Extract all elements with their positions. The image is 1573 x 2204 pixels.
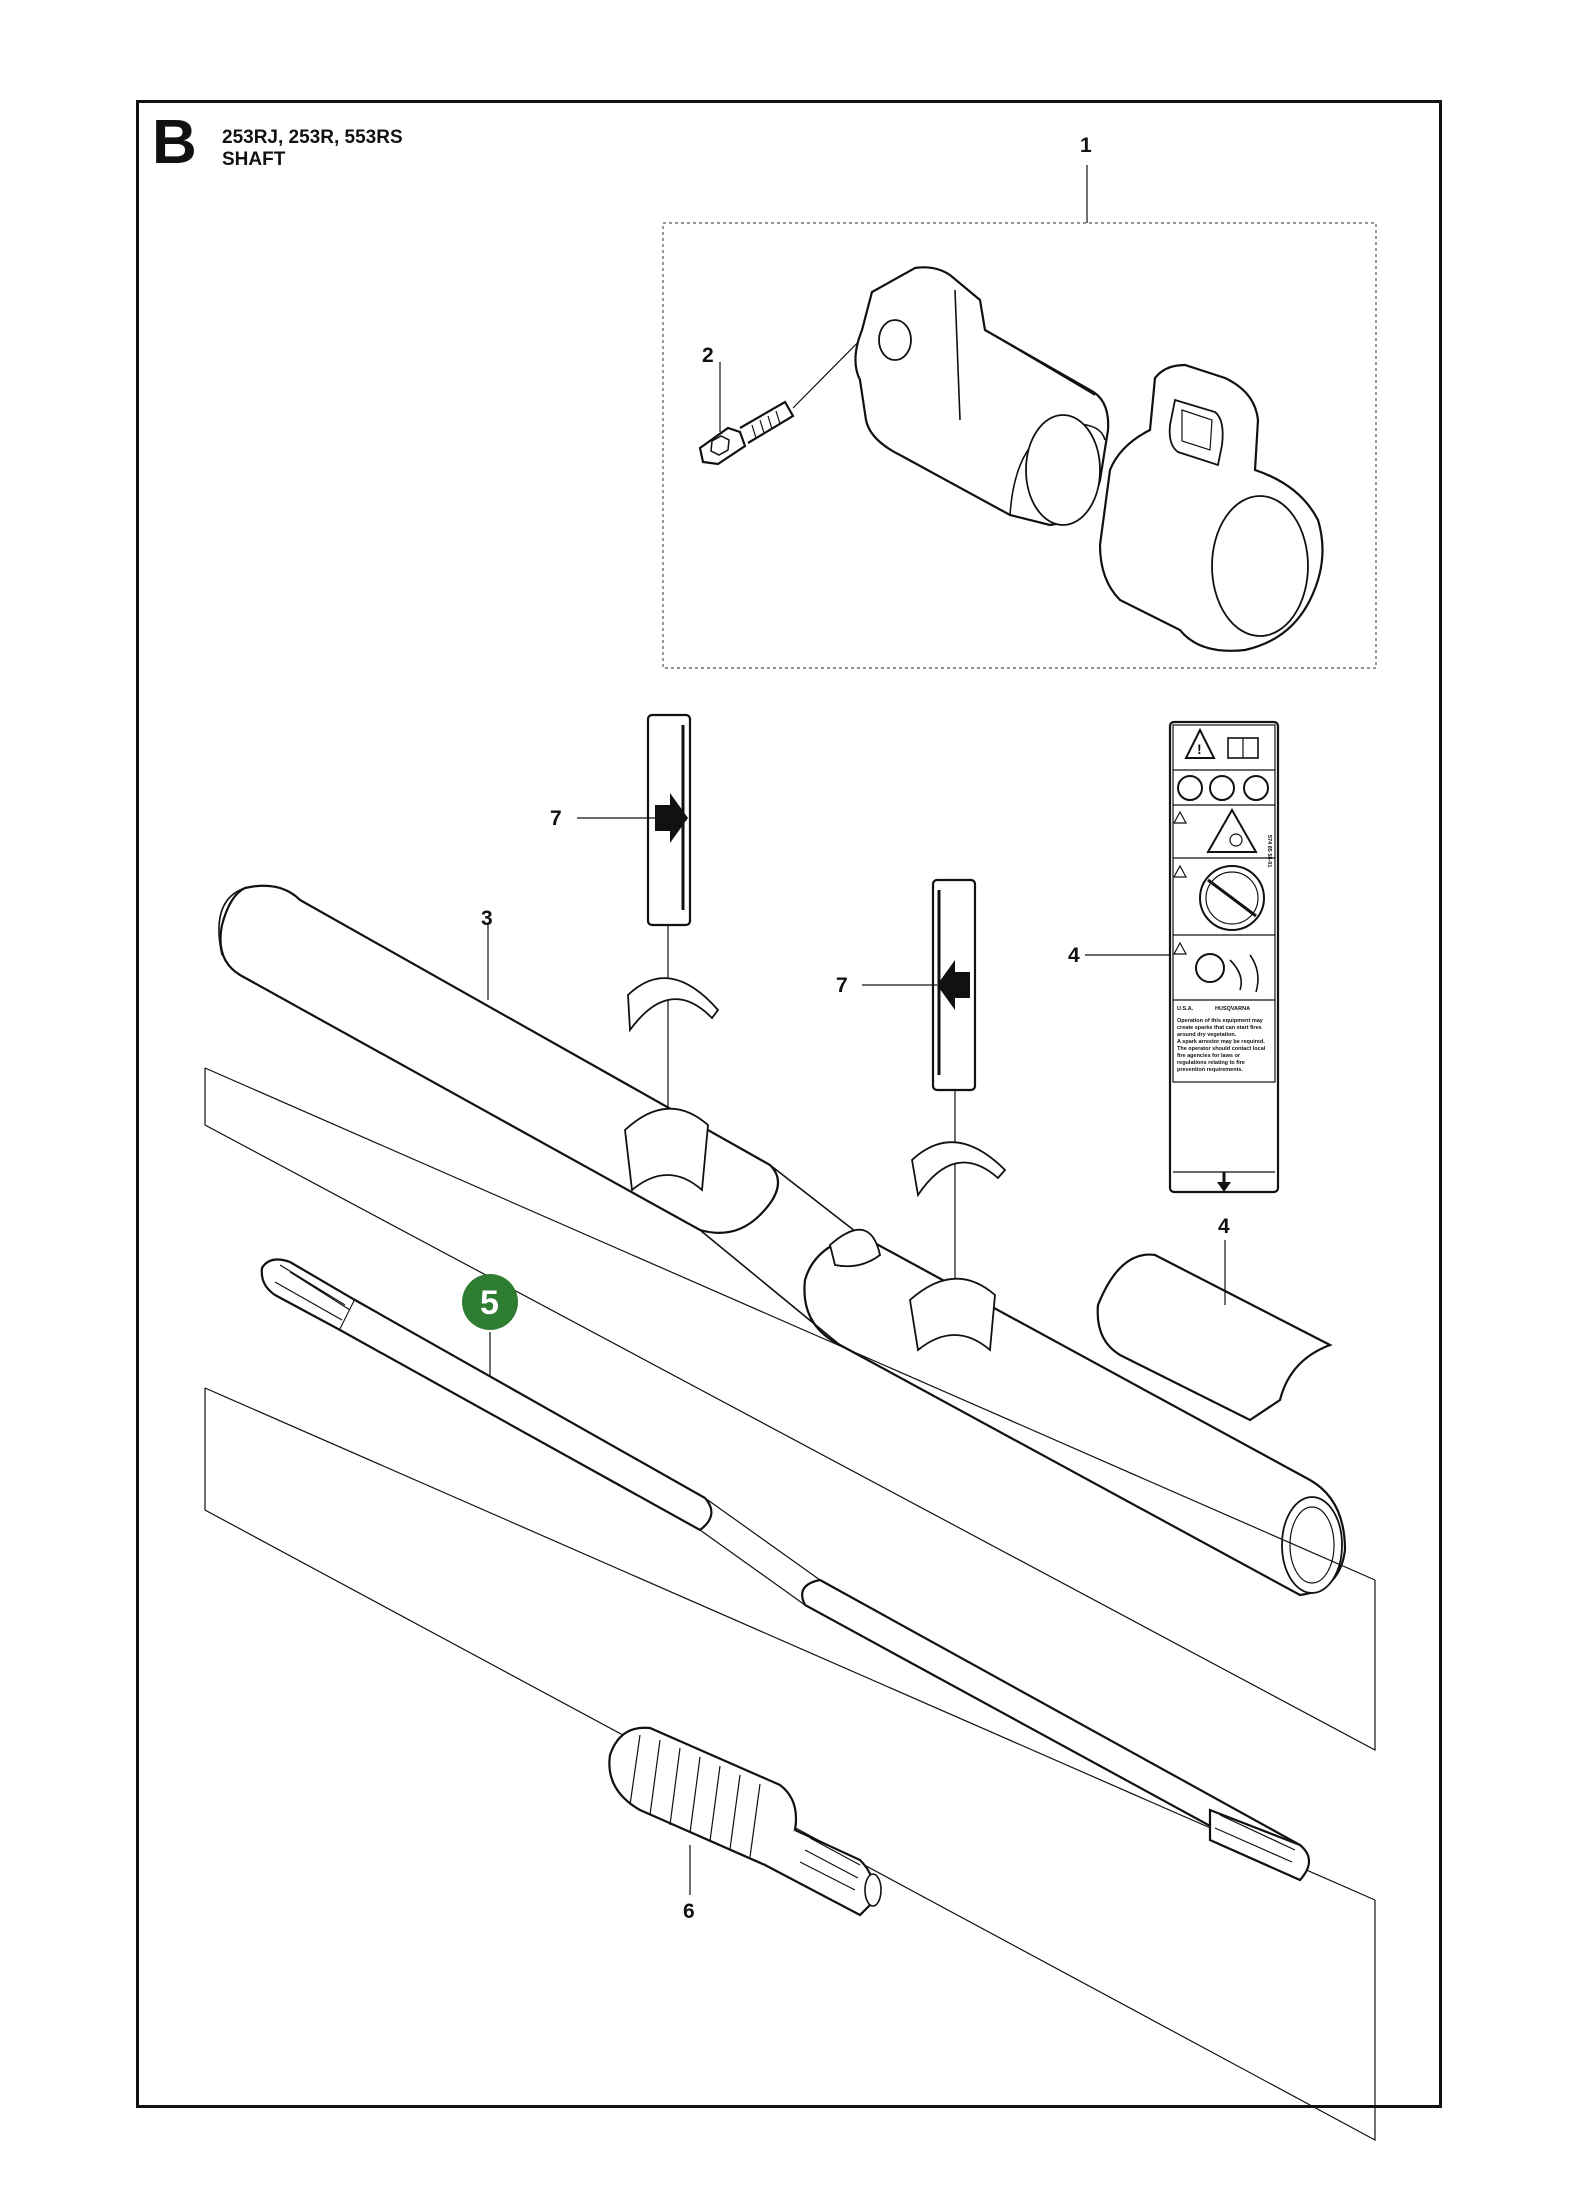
decal-warning-line-1: Operation of this equipment may [1177, 1018, 1264, 1024]
model-list: 253RJ, 253R, 553RS [222, 127, 403, 148]
section-title: SHAFT [222, 149, 286, 170]
callout-1: 1 [1080, 134, 1092, 157]
callout-5: 5 [480, 1284, 499, 1322]
highlight-badge-5 [462, 1274, 518, 1330]
kit-dashed-box [662, 222, 1377, 669]
callout-7a: 7 [550, 807, 562, 830]
callout-2: 2 [702, 344, 714, 367]
decal-warning-line-2: create sparks that can start fires [1177, 1025, 1262, 1031]
arrow-decal-upper: 7 [550, 713, 720, 1192]
drive-shaft-group: 5 [260, 1258, 1311, 1882]
decal-warning-line-7: regulations relating to fire [1177, 1060, 1245, 1066]
decal-warning-line-4: A spark arrestor may be required. [1177, 1039, 1265, 1045]
decal-usa-label: U.S.A. [1177, 1006, 1194, 1012]
clamp-half-rear [1098, 363, 1324, 652]
section-letter: B [152, 108, 197, 177]
callout-7b: 7 [836, 974, 848, 997]
coupling-part: 6 [608, 1726, 882, 1923]
callout-6: 6 [683, 1900, 695, 1923]
callout-4a: 4 [1068, 944, 1080, 967]
svg-text:!: ! [1197, 741, 1202, 757]
decal-warning-line-5: The operator should contact local [1177, 1046, 1266, 1052]
decal-warning-line-6: fire agencies for laws or [1177, 1053, 1241, 1059]
decal-warning-line-3: around dry vegetation. [1177, 1032, 1237, 1038]
warning-decal: ! 574 85 58-01 U.S.A. HUSQVARNA Operatio… [1068, 720, 1333, 1422]
decal-side-code: 574 85 58-01 [1266, 835, 1272, 867]
clamp-half-front [854, 266, 1110, 527]
callout-3: 3 [481, 907, 493, 930]
page-frame [136, 100, 1442, 2108]
decal-warning-line-8: prevention requirements. [1177, 1067, 1243, 1073]
decal-brand-label: HUSQVARNA [1215, 1006, 1250, 1012]
handle-kit-group: 1 2 [662, 134, 1377, 669]
screw-part: 2 [698, 319, 881, 466]
arrow-decal-lower: 7 [828, 878, 1007, 1352]
callout-4b: 4 [1218, 1215, 1230, 1238]
